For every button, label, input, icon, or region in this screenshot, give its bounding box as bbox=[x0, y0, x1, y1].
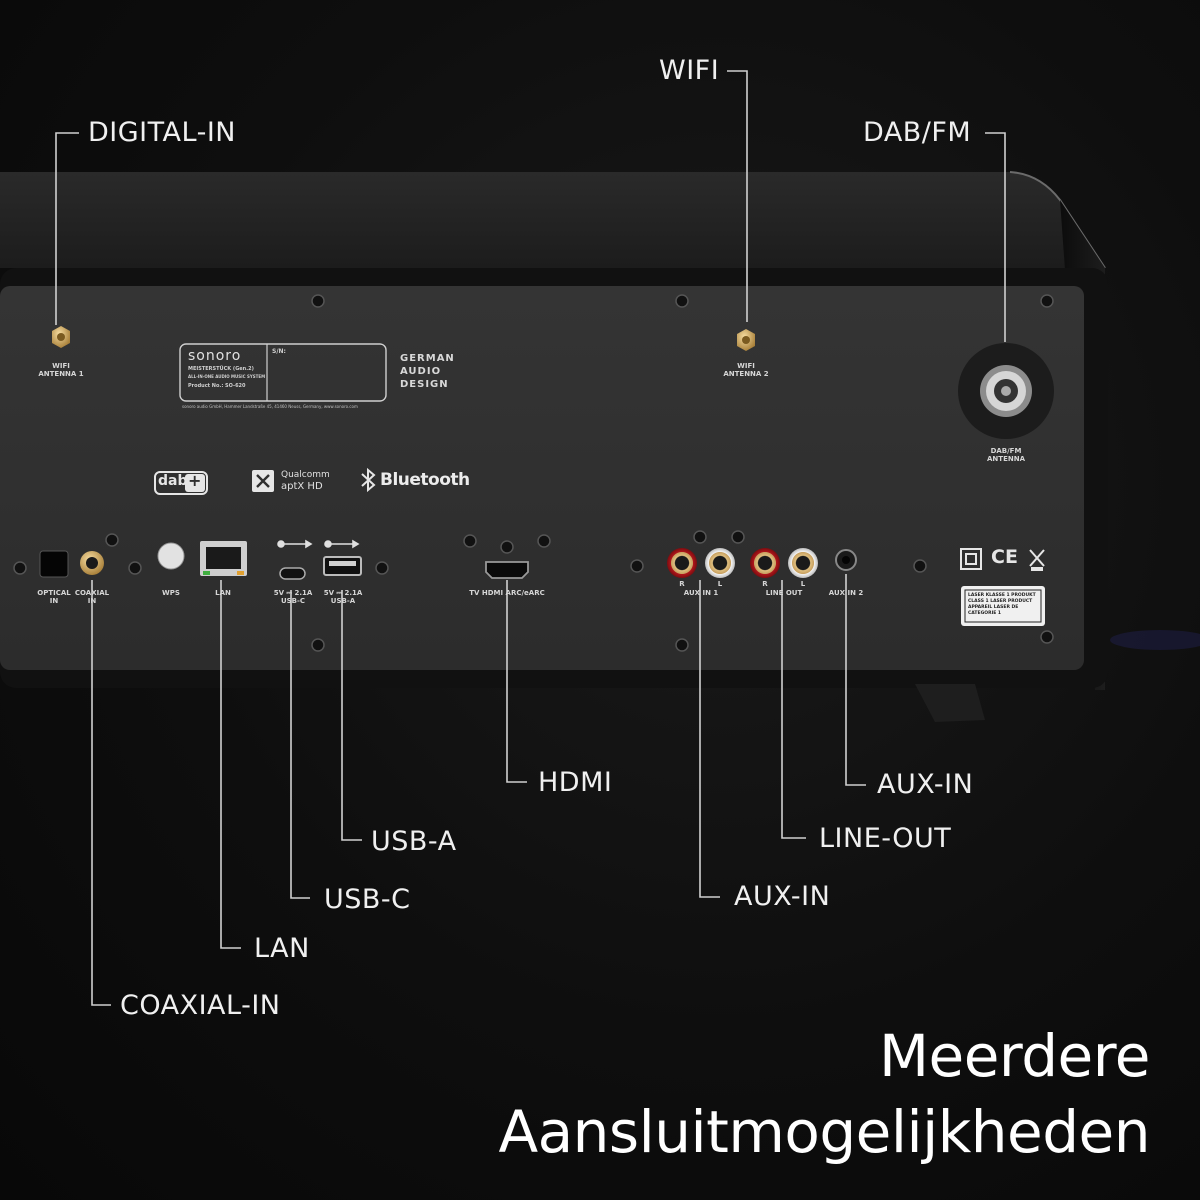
panel-product-no: Product No.: SO-620 bbox=[188, 383, 246, 389]
dab-fm-antenna-connector bbox=[958, 343, 1054, 439]
aux1-r: R bbox=[679, 580, 685, 588]
wifi-antenna-1-label-b: ANTENNA 1 bbox=[38, 370, 84, 378]
hdmi-port bbox=[485, 561, 529, 579]
callout-dab-fm: DAB/FM bbox=[863, 117, 972, 148]
aux-in-2-label: AUX IN 2 bbox=[828, 589, 864, 597]
bluetooth-icon bbox=[361, 467, 376, 493]
wifi-antenna-1-label: WIFI ANTENNA 1 bbox=[31, 362, 91, 378]
qualcomm-text: Qualcomm bbox=[281, 470, 330, 480]
wifi-antenna-2-connector bbox=[737, 329, 755, 351]
wifi-antenna-1-label-a: WIFI bbox=[52, 362, 70, 370]
aux1-l: L bbox=[717, 580, 723, 588]
aux-in-1-label: AUX IN 1 bbox=[683, 589, 719, 597]
coaxial-label-b: IN bbox=[87, 597, 97, 605]
aptx-text: aptX HD bbox=[281, 481, 323, 492]
panel-model-gen: (Gen.2) bbox=[232, 366, 254, 372]
callout-aux-in-2: AUX-IN bbox=[877, 769, 974, 800]
lineout-l: L bbox=[800, 580, 806, 588]
panel-model-name: MEISTERSTÜCK bbox=[188, 366, 232, 372]
laser-label bbox=[961, 586, 1045, 626]
wifi-antenna-1-connector bbox=[52, 326, 70, 348]
tagline-line-1: Meerdere bbox=[879, 1022, 1151, 1090]
dab-plus-sign: + bbox=[188, 471, 202, 490]
usb-c-label-b: USB-C bbox=[280, 597, 306, 605]
aux-in-1-l-jack bbox=[705, 548, 735, 578]
aux-in-1-r-jack bbox=[667, 548, 697, 578]
optical-in-port bbox=[39, 550, 69, 578]
callout-usb-a: USB-A bbox=[371, 826, 457, 857]
dab-fm-antenna-label-b: ANTENNA bbox=[987, 455, 1025, 463]
callout-wifi: WIFI bbox=[659, 55, 720, 86]
usb-icons bbox=[277, 539, 360, 549]
dab-fm-antenna-label-a: DAB/FM bbox=[990, 447, 1022, 455]
callout-usb-c: USB-C bbox=[324, 884, 411, 915]
panel-screws bbox=[13, 294, 1054, 652]
dab-fm-antenna-label: DAB/FM ANTENNA bbox=[976, 447, 1036, 463]
german-audio-design: GERMAN AUDIO DESIGN bbox=[400, 352, 455, 391]
design-line-3: DESIGN bbox=[400, 379, 449, 390]
laser-line-1: LASER KLASSE 1 PRODUKT bbox=[968, 593, 1036, 598]
optical-label-a: OPTICAL bbox=[37, 589, 71, 597]
ce-mark: CE bbox=[991, 546, 1018, 568]
panel-brand: sonoro bbox=[188, 348, 242, 364]
usb-a-label: 5V ⎓ 2.1A USB-A bbox=[313, 589, 373, 605]
optical-label-b: IN bbox=[49, 597, 59, 605]
dab-logo-text: dab bbox=[158, 473, 188, 489]
wifi-antenna-2-label-a: WIFI bbox=[737, 362, 755, 370]
line-out-label: LINE OUT bbox=[765, 589, 803, 597]
wps-label: WPS bbox=[162, 589, 180, 597]
panel-model: MEISTERSTÜCK (Gen.2) bbox=[188, 366, 254, 372]
design-line-2: AUDIO bbox=[400, 366, 442, 377]
coaxial-label-a: COAXIAL bbox=[74, 589, 110, 597]
panel-system: ALL-IN-ONE AUDIO MUSIC SYSTEM bbox=[188, 374, 266, 379]
device-top-surface bbox=[0, 172, 1105, 268]
line-out-l-jack bbox=[788, 548, 818, 578]
product-label-box bbox=[179, 343, 387, 402]
panel-sn: S/N: bbox=[272, 348, 286, 355]
callout-line-out: LINE-OUT bbox=[819, 823, 952, 854]
lineout-r: R bbox=[762, 580, 768, 588]
wifi-antenna-2-label: WIFI ANTENNA 2 bbox=[716, 362, 776, 378]
callout-digital-in: DIGITAL-IN bbox=[88, 117, 236, 148]
callout-hdmi: HDMI bbox=[538, 767, 613, 798]
bluetooth-logo-text: Bluetooth bbox=[380, 470, 470, 490]
wifi-antenna-2-label-b: ANTENNA 2 bbox=[723, 370, 769, 378]
callout-lines bbox=[55, 70, 1006, 1006]
hdmi-label: TV HDMI ARC/eARC bbox=[469, 589, 545, 597]
callout-coaxial-in: COAXIAL-IN bbox=[120, 990, 281, 1021]
laser-line-4: CATEGORIE 1 bbox=[968, 611, 1002, 616]
panel-address: sonoro audio GmbH, Hammer Landstraße 45,… bbox=[182, 404, 358, 409]
callout-aux-in-1: AUX-IN bbox=[734, 881, 831, 912]
wps-button bbox=[157, 542, 185, 570]
callout-lan: LAN bbox=[254, 933, 310, 964]
coaxial-in-label: COAXIAL IN bbox=[72, 589, 112, 605]
tagline-line-2: Aansluitmogelijkheden bbox=[498, 1098, 1150, 1166]
laser-line-3: APPAREIL LASER DE bbox=[968, 605, 1019, 610]
usb-a-label-b: USB-A bbox=[330, 597, 356, 605]
usb-c-label-a: 5V ⎓ 2.1A bbox=[273, 589, 313, 597]
device-foot bbox=[915, 684, 985, 722]
usb-c-port bbox=[279, 567, 306, 580]
laser-label-text: LASER KLASSE 1 PRODUKT CLASS 1 LASER PRO… bbox=[968, 593, 1040, 617]
qualcomm-logo: Qualcomm aptX HD bbox=[281, 470, 330, 492]
lan-port-label: LAN bbox=[215, 589, 231, 597]
dab-plus-logo bbox=[154, 471, 208, 495]
optical-in-label: OPTICAL IN bbox=[34, 589, 74, 605]
usb-c-label: 5V ⎓ 2.1A USB-C bbox=[263, 589, 323, 605]
design-line-1: GERMAN bbox=[400, 353, 455, 364]
line-out-r-jack bbox=[750, 548, 780, 578]
laser-line-2: CLASS 1 LASER PRODUCT bbox=[968, 599, 1033, 604]
certification-icons bbox=[960, 548, 1045, 571]
usb-a-label-a: 5V ⎓ 2.1A bbox=[323, 589, 363, 597]
